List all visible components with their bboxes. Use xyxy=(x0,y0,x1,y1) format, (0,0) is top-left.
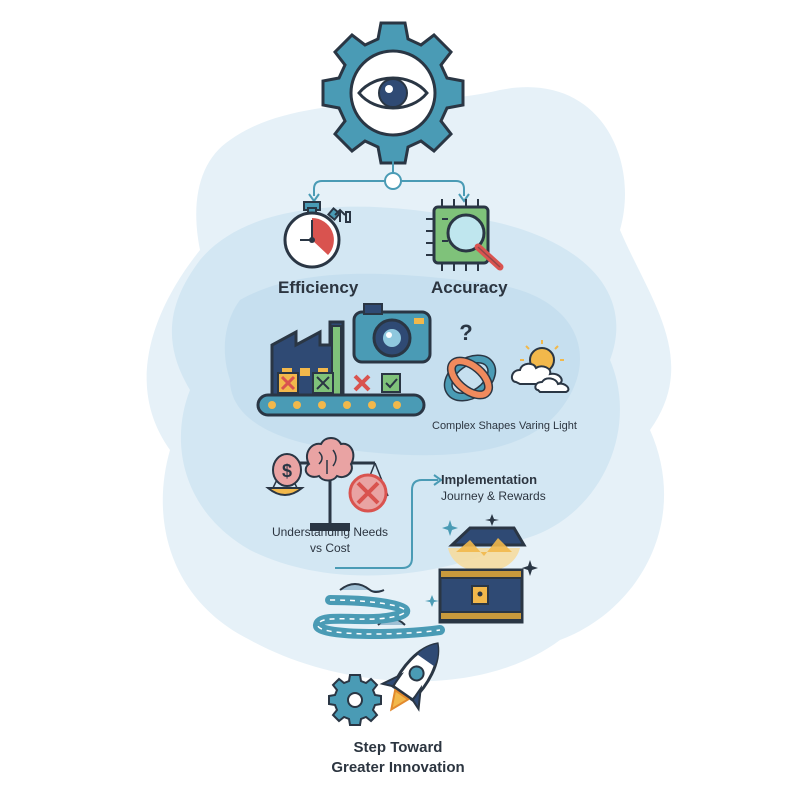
rocket-icon xyxy=(379,642,440,712)
accuracy-label: Accuracy xyxy=(431,278,508,297)
understanding-line-1: Understanding Needs xyxy=(271,525,389,539)
arrow-up-icon xyxy=(334,208,351,223)
winding-road-icon xyxy=(313,583,445,640)
path-arrow-head xyxy=(433,474,443,486)
branch-connector xyxy=(313,160,465,196)
reject-mark-2 xyxy=(353,374,371,392)
eye-gear-icon xyxy=(321,21,465,165)
dollar-sign: $ xyxy=(282,461,292,481)
brain-icon xyxy=(304,437,355,482)
implementation-title: Implementation xyxy=(441,472,538,487)
reject-box-1 xyxy=(277,372,299,394)
small-gear-icon xyxy=(328,674,382,726)
branch-arrow-right xyxy=(458,193,470,203)
question-mark: ? xyxy=(459,320,472,345)
money-bag-icon: $ xyxy=(272,453,302,487)
step-line-2: Greater Innovation xyxy=(331,759,465,776)
conveyor-icon xyxy=(256,393,426,417)
knot-shape-icon xyxy=(443,354,497,402)
implementation-subtitle: Journey & Rewards xyxy=(441,489,546,503)
treasure-chest-icon xyxy=(438,526,527,624)
step-toward-label: Step Toward Greater Innovation xyxy=(300,738,496,778)
implementation-path xyxy=(335,479,438,569)
sparkle-icons xyxy=(425,514,538,607)
sun-cloud-icon xyxy=(510,340,570,393)
chip-magnifier-icon xyxy=(426,199,504,271)
step-line-1: Step Toward xyxy=(353,739,443,756)
understanding-line-2: vs Cost xyxy=(309,541,350,555)
complex-shapes-label: Complex Shapes xyxy=(432,420,516,432)
accept-box-1 xyxy=(312,372,334,394)
cost-reject-icon xyxy=(348,473,388,513)
efficiency-label: Efficiency xyxy=(278,278,359,297)
stopwatch-icon xyxy=(283,201,342,269)
understanding-needs-label: Understanding Needs vs Cost xyxy=(260,524,400,556)
accept-box-2 xyxy=(381,373,401,393)
camera-icon xyxy=(352,303,432,364)
varing-light-label: Varing Light xyxy=(519,420,577,432)
